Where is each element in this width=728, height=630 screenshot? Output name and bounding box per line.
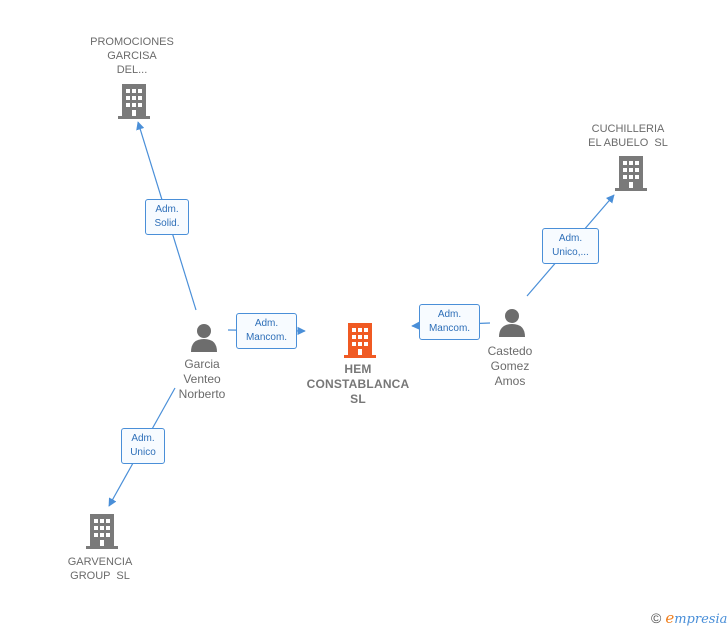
edge-label-line: Adm. bbox=[558, 233, 583, 244]
person-icon[interactable] bbox=[499, 309, 525, 337]
building-icon[interactable] bbox=[118, 84, 150, 119]
label-line: SL bbox=[350, 392, 366, 406]
label-line: Gomez bbox=[490, 359, 530, 373]
label-line: Amos bbox=[494, 374, 526, 388]
edge-label-castedo-cuchilleria[interactable]: Adm. Unico,... bbox=[542, 228, 599, 264]
label-line: GROUP SL bbox=[70, 570, 130, 582]
label-line: GARCISA bbox=[107, 50, 157, 62]
brand-name: mpresia bbox=[674, 612, 728, 627]
node-label-promociones[interactable]: PROMOCIONES GARCISA DEL... bbox=[62, 35, 202, 77]
label-line: DEL... bbox=[116, 64, 148, 76]
building-icon[interactable] bbox=[86, 514, 118, 549]
edge-label-castedo-hem[interactable]: Adm. Mancom. bbox=[419, 304, 480, 340]
edge-label-garcia-promociones[interactable]: Adm. Solid. bbox=[145, 199, 189, 235]
edge-label-line: Unico bbox=[130, 447, 156, 458]
label-line: HEM bbox=[344, 362, 372, 376]
node-label-garcia[interactable]: Garcia Venteo Norberto bbox=[132, 357, 272, 402]
label-line: CUCHILLERIA bbox=[591, 123, 665, 135]
label-line: Garcia bbox=[184, 357, 220, 371]
edge-label-line: Mancom. bbox=[245, 332, 288, 343]
label-line: PROMOCIONES bbox=[90, 36, 174, 48]
edge-label-line: Adm. bbox=[437, 309, 462, 320]
label-line: Venteo bbox=[183, 372, 221, 386]
copyright-symbol: © bbox=[651, 610, 662, 626]
edge-label-line: Solid. bbox=[154, 218, 180, 229]
building-icon[interactable] bbox=[344, 323, 376, 358]
building-icon[interactable] bbox=[615, 156, 647, 191]
edge-label-garcia-hem[interactable]: Adm. Mancom. bbox=[236, 313, 297, 349]
label-line: Castedo bbox=[487, 344, 533, 358]
edge-label-garcia-garvencia[interactable]: Adm. Unico bbox=[121, 428, 165, 464]
empresia-watermark: ©empresia bbox=[651, 609, 727, 627]
person-icon[interactable] bbox=[191, 324, 217, 352]
edge-label-line: Unico,... bbox=[552, 247, 589, 258]
node-label-hem[interactable]: HEM CONSTABLANCA SL bbox=[288, 362, 428, 407]
brand-initial: e bbox=[665, 609, 675, 627]
label-line: Norberto bbox=[178, 387, 226, 401]
label-line: EL ABUELO SL bbox=[588, 137, 668, 149]
edge-label-line: Adm. bbox=[131, 433, 155, 444]
edge-label-line: Mancom. bbox=[428, 323, 471, 334]
edge-label-line: Adm. bbox=[155, 204, 179, 215]
node-label-garvencia[interactable]: GARVENCIA GROUP SL bbox=[30, 555, 170, 583]
node-label-castedo[interactable]: Castedo Gomez Amos bbox=[440, 344, 580, 389]
node-label-cuchilleria[interactable]: CUCHILLERIA EL ABUELO SL bbox=[558, 122, 698, 150]
label-line: CONSTABLANCA bbox=[306, 377, 410, 391]
label-line: GARVENCIA bbox=[67, 556, 133, 568]
edge-label-line: Adm. bbox=[254, 318, 279, 329]
